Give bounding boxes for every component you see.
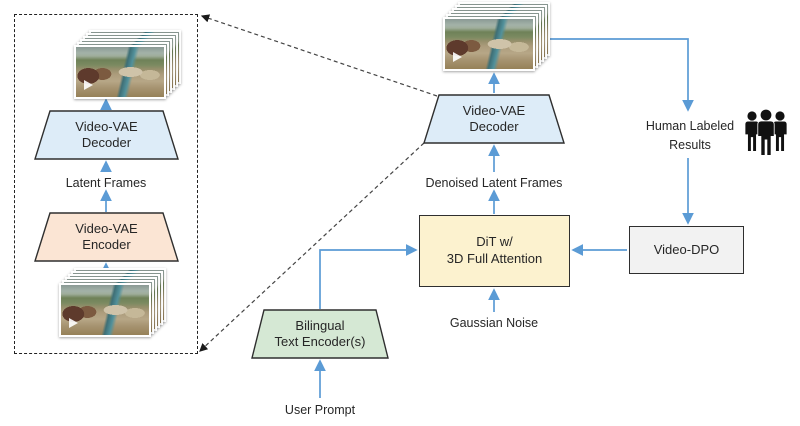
denoised-latent-frames-label: Denoised Latent Frames [425, 176, 563, 190]
arrow-video-to-human [539, 38, 694, 112]
vae-decoder-main: Video-VAE Decoder [423, 94, 565, 144]
text-encoder-label: Bilingual Text Encoder(s) [274, 317, 366, 349]
vae-decoder-left: Video-VAE Decoder [34, 110, 179, 160]
text-encoder-block: Bilingual Text Encoder(s) [251, 309, 389, 359]
video-dpo-block: Video-DPO [629, 226, 744, 274]
play-icon [69, 318, 78, 328]
human-labeled-results-label: Human Labeled Results [645, 119, 735, 153]
play-icon [84, 80, 93, 90]
play-icon [453, 52, 462, 62]
video-frame-front [74, 45, 166, 99]
arrow-text-encoder-to-dit [319, 244, 418, 309]
video-frames-reconstructed [74, 30, 181, 99]
video-frames-generated [443, 2, 550, 71]
vae-decoder-left-label: Video-VAE Decoder [75, 118, 138, 150]
dit-block: DiT w/ 3D Full Attention [419, 215, 570, 287]
vae-zoom-panel [14, 14, 198, 354]
gaussian-noise-label: Gaussian Noise [449, 316, 539, 330]
latent-frames-label: Latent Frames [65, 176, 147, 190]
people-icon [745, 109, 787, 156]
vae-decoder-main-label: Video-VAE Decoder [462, 102, 526, 134]
zoom-link-bottom [199, 142, 425, 352]
video-frames-input [59, 268, 166, 337]
video-frame-front [443, 17, 535, 71]
vae-encoder-left: Video-VAE Encoder [34, 212, 179, 262]
zoom-link-top [200, 14, 438, 97]
user-prompt-label: User Prompt [284, 403, 356, 417]
vae-encoder-left-label: Video-VAE Encoder [75, 220, 138, 252]
video-frame-front [59, 283, 151, 337]
